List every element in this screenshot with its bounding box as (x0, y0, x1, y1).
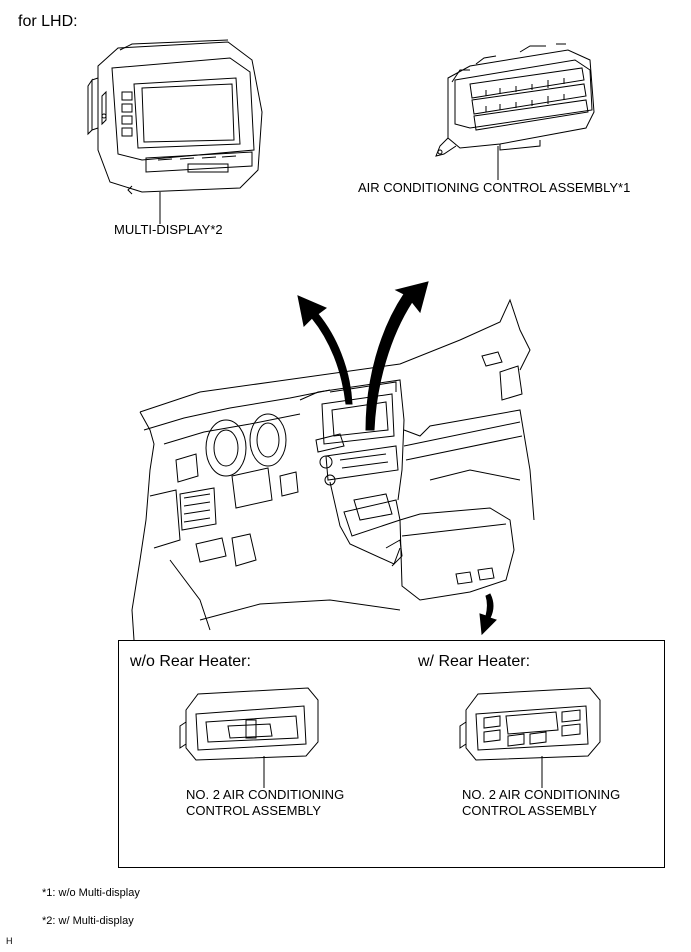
no2-ac-control-label-right-line2: CONTROL ASSEMBLY (462, 803, 598, 818)
ac-control-label: AIR CONDITIONING CONTROL ASSEMBLY*1 (358, 180, 631, 195)
removal-arrow-down (479, 593, 497, 636)
rear-heater-inset-frame (118, 640, 665, 868)
w-rear-heater-heading: w/ Rear Heater: (418, 653, 531, 670)
multi-display-label: MULTI-DISPLAY*2 (114, 222, 223, 237)
multi-display-drawing (87, 39, 263, 195)
region-heading: for LHD: (18, 13, 78, 30)
rear-panel-wo-heater-drawing (179, 687, 319, 761)
no2-ac-control-label-left-line2: CONTROL ASSEMBLY (186, 803, 322, 818)
corner-mark: H (6, 936, 13, 946)
ac-control-drawing (435, 43, 595, 157)
footnote-2: *2: w/ Multi-display (42, 915, 134, 927)
wo-rear-heater-heading: w/o Rear Heater: (130, 653, 251, 670)
removal-arrow-right (365, 281, 429, 431)
rear-panel-w-heater-drawing (459, 687, 601, 761)
no2-ac-control-label-left-line1: NO. 2 AIR CONDITIONING (186, 787, 345, 802)
no2-ac-control-label-right-line1: NO. 2 AIR CONDITIONING (462, 787, 621, 802)
dashboard-drawing (131, 298, 535, 641)
footnote-1: *1: w/o Multi-display (42, 887, 140, 899)
removal-arrow-left (297, 295, 353, 405)
